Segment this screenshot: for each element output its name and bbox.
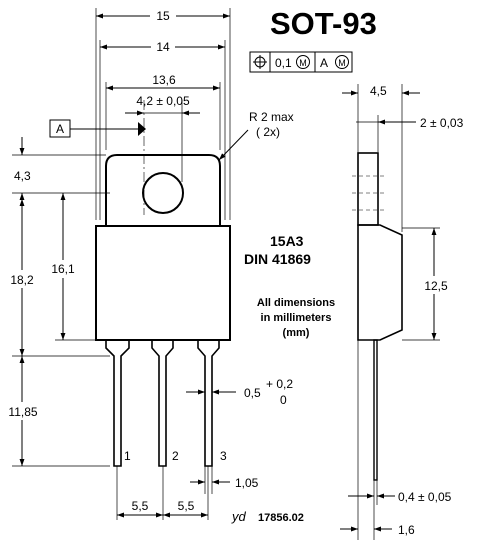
pin-label-3: 3	[220, 449, 227, 463]
note-line-1: All dimensions	[257, 297, 335, 309]
dim-hole-diameter: 4,2 ± 0,05	[136, 94, 190, 108]
tolerance-datum: A	[320, 56, 328, 70]
dim-lead-offset: 1,6	[398, 523, 415, 537]
pin-label-1: 1	[124, 449, 131, 463]
mmc-letter: M	[299, 58, 307, 68]
lead-1	[105, 340, 130, 467]
lead-2	[151, 340, 174, 467]
dim-lead-width: 0,5	[244, 386, 261, 400]
din-standard: DIN 41869	[244, 251, 311, 267]
drawing-initials: yd	[231, 509, 247, 524]
radius-count: ( 2x)	[256, 125, 280, 139]
dim-lead-thickness: 1,05	[235, 476, 259, 490]
position-symbol-icon	[253, 55, 267, 69]
note-line-3: (mm)	[283, 327, 310, 339]
side-view	[352, 152, 403, 481]
tolerance-frame: 0,1 M A M	[249, 51, 353, 73]
datum-label: A	[56, 122, 64, 136]
dim-pitch-right: 5,5	[178, 499, 195, 513]
mmc-circle-icon	[335, 55, 349, 69]
mounting-hole	[142, 172, 184, 214]
dim-side-body-height: 12,5	[424, 279, 448, 293]
dim-overall-width: 15	[156, 9, 170, 23]
dim-lead-width-plus: + 0,2	[266, 377, 293, 391]
body-side	[357, 224, 403, 341]
drawing-number: 17856.02	[258, 512, 304, 524]
pin-label-2: 2	[172, 449, 179, 463]
dim-lead-length: 11,85	[8, 405, 37, 419]
dim-lead-width-minus: 0	[280, 393, 287, 407]
dim-total-thickness: 4,5	[370, 84, 387, 98]
tab-side	[357, 152, 379, 226]
datum-triangle-icon	[138, 122, 146, 136]
lead-3	[197, 340, 220, 467]
dim-body-height: 18,2	[10, 273, 34, 287]
package-code: 15A3	[270, 233, 304, 249]
mmc-circle-icon	[296, 55, 310, 69]
dim-lead-side-thickness: 0,4 ± 0,05	[398, 490, 452, 504]
mmc-letter-datum: M	[338, 58, 346, 68]
front-view	[95, 154, 231, 467]
dim-body-width: 14	[156, 40, 170, 54]
lead-side	[373, 339, 378, 481]
package-body	[95, 225, 231, 341]
tolerance-value: 0,1	[275, 56, 292, 70]
dim-hole-offset: 4,3	[14, 169, 31, 183]
dim-hole-to-bottom: 16,1	[51, 262, 75, 276]
note-line-2: in millimeters	[261, 312, 332, 324]
radius-note: R 2 max	[249, 110, 294, 124]
dim-tab-thickness: 2 ± 0,03	[420, 116, 464, 130]
dim-tab-width: 13,6	[152, 73, 176, 87]
dim-pitch-left: 5,5	[132, 499, 149, 513]
package-title: SOT-93	[270, 6, 377, 41]
